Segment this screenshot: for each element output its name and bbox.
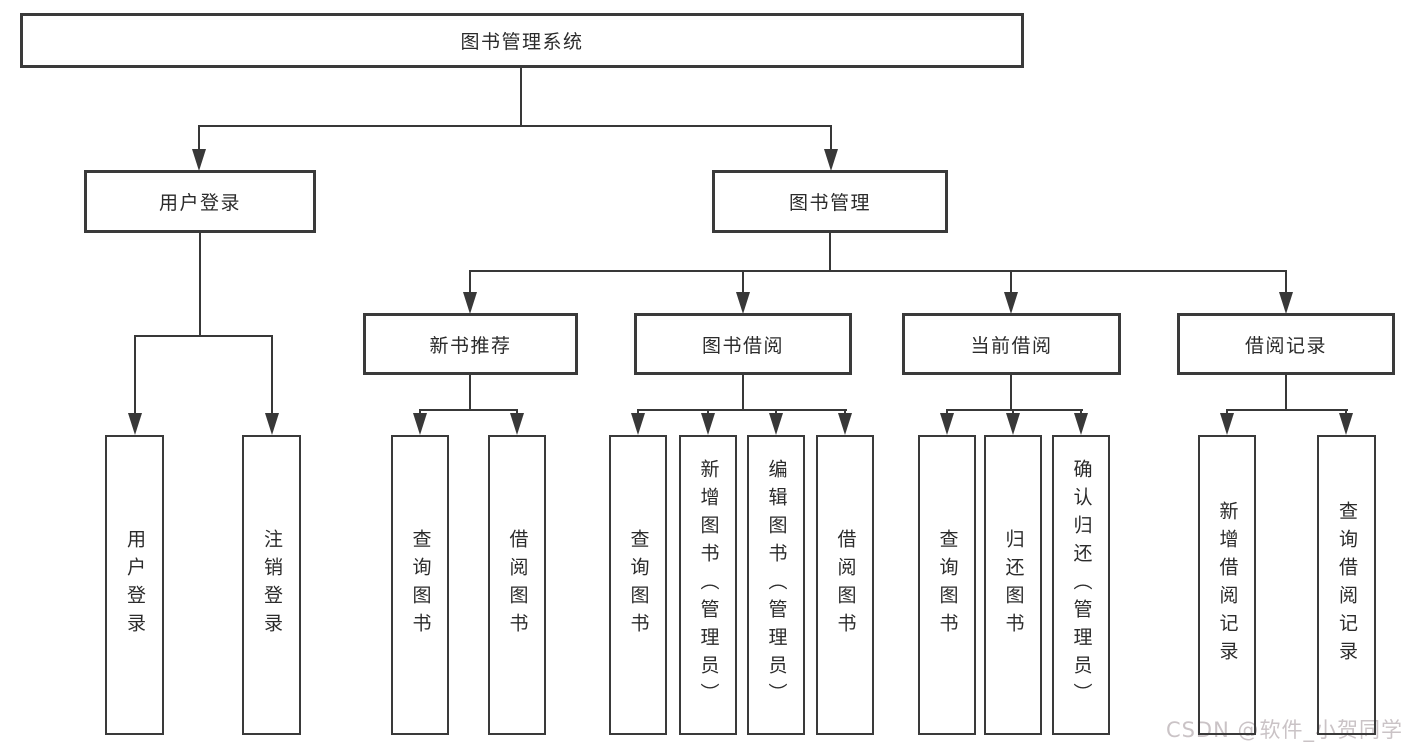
node-book-borrowing: 图书借阅 — [634, 313, 852, 375]
arrow-down-icon — [824, 149, 838, 171]
leaf-edit-book-admin-label: 编辑图书（管理员） — [765, 459, 788, 711]
leaf-query-books-borrowing-label: 查询图书 — [627, 529, 650, 641]
connector-borrowing-drop-1 — [637, 409, 639, 416]
arrow-down-icon — [413, 413, 427, 435]
connector-records-drop-1 — [1226, 409, 1228, 416]
arrow-down-icon — [510, 413, 524, 435]
arrow-down-icon — [838, 413, 852, 435]
connector-root-split — [198, 125, 832, 127]
connector-new-book-stub — [469, 375, 471, 411]
node-borrow-records-label: 借阅记录 — [1244, 334, 1327, 357]
arrow-down-icon — [128, 413, 142, 435]
connector-current-split — [946, 409, 1083, 411]
leaf-return-book: 归还图书 — [984, 435, 1042, 735]
arrow-down-icon — [1074, 413, 1088, 435]
connector-current-stub — [1010, 375, 1012, 411]
arrow-down-icon — [701, 413, 715, 435]
connector-new-book-drop-1 — [419, 409, 421, 416]
connector-records-drop-2 — [1345, 409, 1347, 416]
node-current-borrowing: 当前借阅 — [902, 313, 1121, 375]
leaf-add-borrow-record-label: 新增借阅记录 — [1216, 501, 1239, 669]
leaf-confirm-return-admin-label: 确认归还（管理员） — [1070, 459, 1093, 711]
connector-borrowing-drop-2 — [707, 409, 709, 416]
arrow-down-icon — [1339, 413, 1353, 435]
connector-records-split — [1226, 409, 1348, 411]
arrow-down-icon — [1279, 292, 1293, 314]
node-book-management-label: 图书管理 — [788, 192, 871, 214]
connector-book-mgmt-drop-3 — [1010, 270, 1012, 294]
node-book-management: 图书管理 — [712, 170, 948, 233]
node-user-login: 用户登录 — [84, 170, 316, 233]
csdn-watermark: CSDN @软件_小贺同学 — [1165, 718, 1403, 742]
connector-book-mgmt-split — [469, 270, 1287, 272]
arrow-down-icon — [463, 292, 477, 314]
leaf-query-books-current: 查询图书 — [918, 435, 976, 735]
connector-root-drop-left — [198, 125, 200, 151]
node-root-label: 图书管理系统 — [460, 31, 584, 53]
arrow-down-icon — [192, 149, 206, 171]
connector-borrowing-drop-4 — [844, 409, 846, 416]
connector-new-book-drop-2 — [516, 409, 518, 416]
connector-root-drop-right — [830, 125, 832, 151]
leaf-return-book-label: 归还图书 — [1002, 529, 1025, 641]
connector-current-drop-3 — [1080, 409, 1082, 416]
connector-borrowing-stub — [742, 375, 744, 411]
arrow-down-icon — [265, 413, 279, 435]
connector-book-mgmt-drop-2 — [742, 270, 744, 294]
arrow-down-icon — [736, 292, 750, 314]
leaf-query-books-recommend-label: 查询图书 — [409, 529, 432, 641]
leaf-confirm-return-admin: 确认归还（管理员） — [1052, 435, 1110, 735]
leaf-borrow-books-recommend: 借阅图书 — [488, 435, 546, 735]
connector-current-drop-2 — [1012, 409, 1014, 416]
leaf-query-books-current-label: 查询图书 — [936, 529, 959, 641]
leaf-user-login-label: 用户登录 — [124, 529, 146, 641]
arrow-down-icon — [769, 413, 783, 435]
leaf-logout-label: 注销登录 — [261, 529, 283, 641]
leaf-add-book-admin: 新增图书（管理员） — [679, 435, 737, 735]
leaf-add-book-admin-label: 新增图书（管理员） — [697, 459, 720, 711]
node-borrow-records: 借阅记录 — [1177, 313, 1395, 375]
connector-user-login-split — [134, 335, 273, 337]
connector-borrowing-drop-3 — [775, 409, 777, 416]
connector-current-drop-1 — [946, 409, 948, 416]
arrow-down-icon — [1220, 413, 1234, 435]
arrow-down-icon — [1006, 413, 1020, 435]
leaf-query-books-borrowing: 查询图书 — [609, 435, 667, 735]
leaf-user-login: 用户登录 — [105, 435, 164, 735]
leaf-borrow-books-borrowing-label: 借阅图书 — [834, 529, 857, 641]
connector-new-book-split — [419, 409, 518, 411]
leaf-logout: 注销登录 — [242, 435, 301, 735]
leaf-query-borrow-record-label: 查询借阅记录 — [1336, 501, 1358, 669]
node-root-system: 图书管理系统 — [20, 13, 1024, 68]
connector-root-stub — [520, 68, 522, 127]
leaf-borrow-books-recommend-label: 借阅图书 — [506, 529, 529, 641]
leaf-borrow-books-borrowing: 借阅图书 — [816, 435, 874, 735]
connector-book-mgmt-drop-1 — [469, 270, 471, 294]
connector-user-login-drop-1 — [134, 335, 136, 415]
connector-user-login-stub — [199, 233, 201, 337]
connector-user-login-drop-2 — [271, 335, 273, 415]
connector-book-mgmt-stub — [829, 233, 831, 272]
node-book-borrowing-label: 图书借阅 — [701, 334, 784, 357]
connector-borrowing-split — [637, 409, 847, 411]
leaf-edit-book-admin: 编辑图书（管理员） — [747, 435, 805, 735]
node-current-borrowing-label: 当前借阅 — [970, 334, 1053, 357]
leaf-query-borrow-record: 查询借阅记录 — [1317, 435, 1376, 735]
node-new-book-recommend: 新书推荐 — [363, 313, 578, 375]
node-user-login-label: 用户登录 — [158, 192, 241, 214]
leaf-query-books-recommend: 查询图书 — [391, 435, 449, 735]
leaf-add-borrow-record: 新增借阅记录 — [1198, 435, 1256, 735]
arrow-down-icon — [1004, 292, 1018, 314]
connector-book-mgmt-drop-4 — [1285, 270, 1287, 294]
arrow-down-icon — [940, 413, 954, 435]
arrow-down-icon — [631, 413, 645, 435]
node-new-book-recommend-label: 新书推荐 — [429, 334, 512, 357]
connector-records-stub — [1285, 375, 1287, 411]
